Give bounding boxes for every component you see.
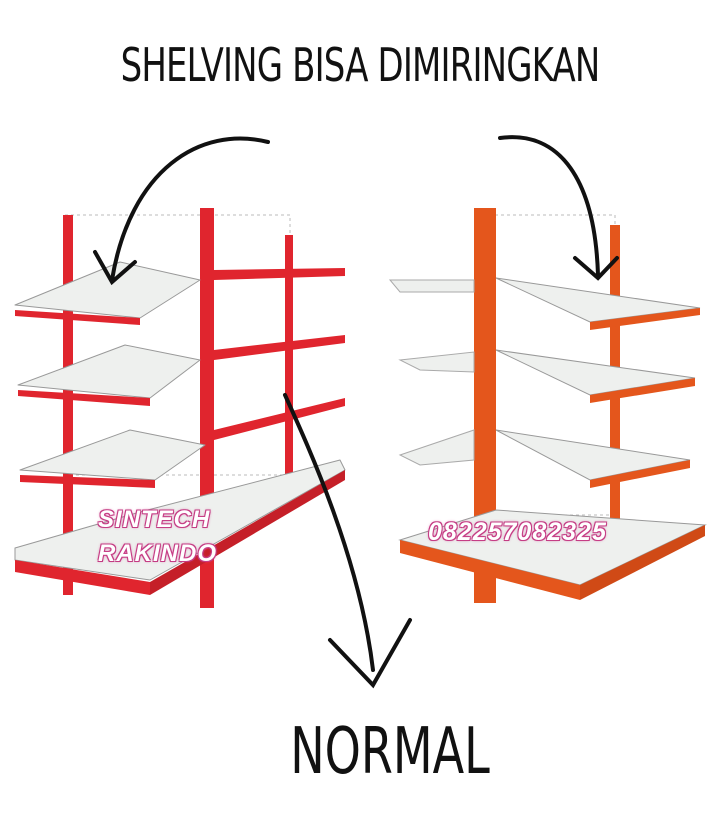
orange-shelving-unit: [388, 208, 707, 603]
heading-tilted-shelving: SHELVING BISA DIMIRINGKAN: [120, 38, 601, 92]
arrow-left-icon: [110, 136, 270, 282]
watermark-phone: 082257082325: [428, 518, 607, 546]
red-shelving-unit: [14, 208, 346, 608]
arrow-down-icon: [283, 393, 375, 672]
watermark-brand-line1: SINTECH: [98, 506, 211, 533]
arrows: [93, 135, 619, 689]
label-normal: NORMAL: [290, 715, 490, 789]
watermark-brand-line2: RAKINDO: [98, 540, 217, 567]
arrow-right-icon: [498, 135, 600, 277]
